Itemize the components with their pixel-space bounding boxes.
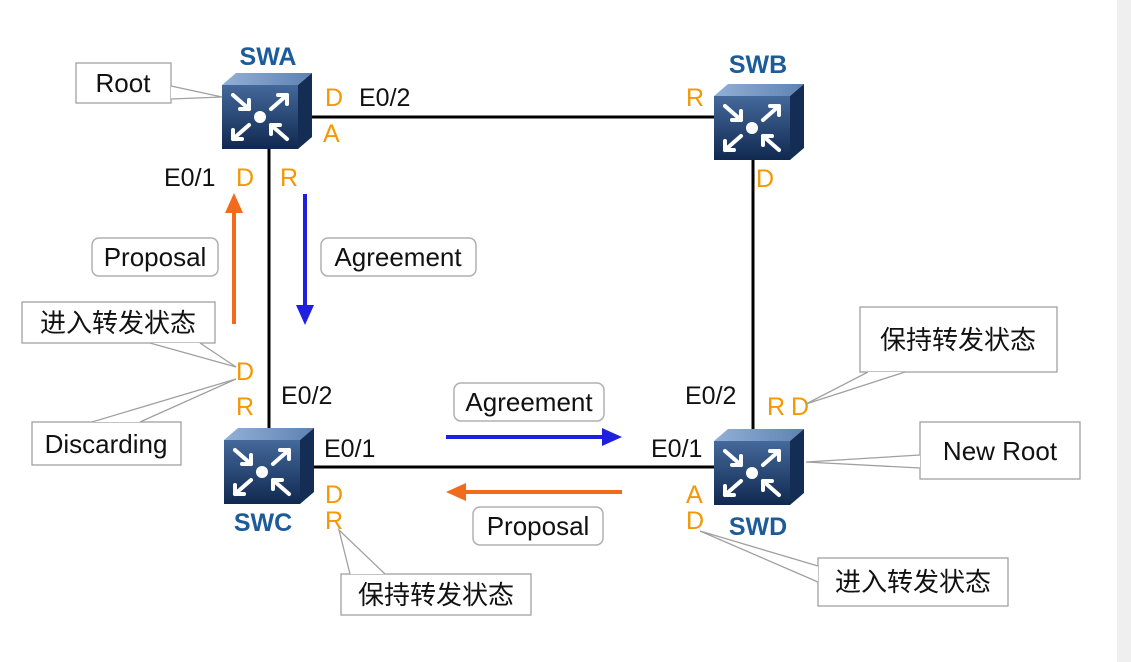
callout-text: Root [96, 68, 152, 98]
swa-e01-name: E0/1 [164, 164, 215, 192]
left-proposal-arrow [225, 193, 243, 324]
callout-swc-keep-forwarding: 保持转发状态 [337, 527, 532, 616]
message-text: Proposal [104, 242, 207, 272]
callout-new-root: New Root [805, 421, 1081, 480]
swa-e02-role-2: A [323, 120, 340, 148]
callout-swc-enter-forwarding: 进入转发状态 [21, 301, 237, 368]
swd-e02-role-1: R [767, 393, 785, 421]
left-agreement-arrow [296, 194, 314, 325]
swb-bottom-role: D [756, 165, 774, 193]
swa-e01-role-1: D [236, 164, 254, 192]
message-text: Agreement [465, 387, 593, 417]
switch-icon [714, 84, 804, 160]
swd-e01-name: E0/1 [651, 435, 702, 463]
swa-e02-role-1: D [325, 84, 343, 112]
callout-discarding: Discarding [31, 378, 237, 466]
swc-e01-role-1: D [325, 481, 343, 509]
swd-e02-role-2: D [791, 393, 809, 421]
bottom-proposal-arrow [446, 483, 622, 501]
swa-e02-name: E0/2 [359, 84, 410, 112]
callout-text: 进入转发状态 [835, 567, 991, 597]
switch-icon [714, 429, 804, 505]
switch-icon [224, 428, 314, 504]
left-proposal-label: Proposal [91, 237, 219, 277]
bottom-agreement-arrow [446, 428, 622, 446]
side-strip [1117, 0, 1131, 662]
left-agreement-label: Agreement [320, 237, 477, 277]
swc-e02-name: E0/2 [281, 382, 332, 410]
swc-e02-role-1: D [236, 358, 254, 386]
callout-swd-keep-forwarding: 保持转发状态 [805, 306, 1058, 405]
swd-e01-role-1: A [686, 481, 703, 509]
switch-swc: SWC [224, 428, 314, 537]
arrow-up-icon [225, 193, 243, 213]
callout-text: New Root [943, 436, 1058, 466]
swc-e01-name: E0/1 [324, 435, 375, 463]
arrow-right-icon [602, 428, 622, 446]
swd-e01-role-2: D [686, 507, 704, 535]
bottom-agreement-label: Agreement [453, 382, 605, 422]
bottom-proposal-label: Proposal [472, 506, 604, 546]
callout-text: 进入转发状态 [40, 308, 196, 338]
callout-text: 保持转发状态 [358, 580, 514, 610]
swd-e02-name: E0/2 [685, 382, 736, 410]
swa-e01-role-2: R [280, 164, 298, 192]
swb-left-role: R [686, 84, 704, 112]
switch-swd: SWD [714, 429, 804, 541]
arrow-left-icon [446, 483, 466, 501]
switch-label: SWB [729, 51, 787, 79]
swc-e01-role-2: R [325, 507, 343, 535]
switch-swa: SWA [222, 43, 312, 149]
switch-icon [222, 73, 312, 149]
switch-label: SWD [729, 513, 787, 541]
callout-root: Root [75, 62, 223, 104]
switch-label: SWA [240, 43, 297, 71]
arrow-down-icon [296, 305, 314, 325]
callout-text: 保持转发状态 [880, 325, 1036, 355]
swc-e02-role-2: R [236, 393, 254, 421]
message-text: Agreement [334, 242, 462, 272]
message-text: Proposal [487, 511, 590, 541]
switch-swb: SWB [714, 51, 804, 160]
switch-label: SWC [234, 509, 292, 537]
callout-swd-enter-forwarding: 进入转发状态 [699, 530, 1009, 607]
callout-text: Discarding [45, 429, 168, 459]
